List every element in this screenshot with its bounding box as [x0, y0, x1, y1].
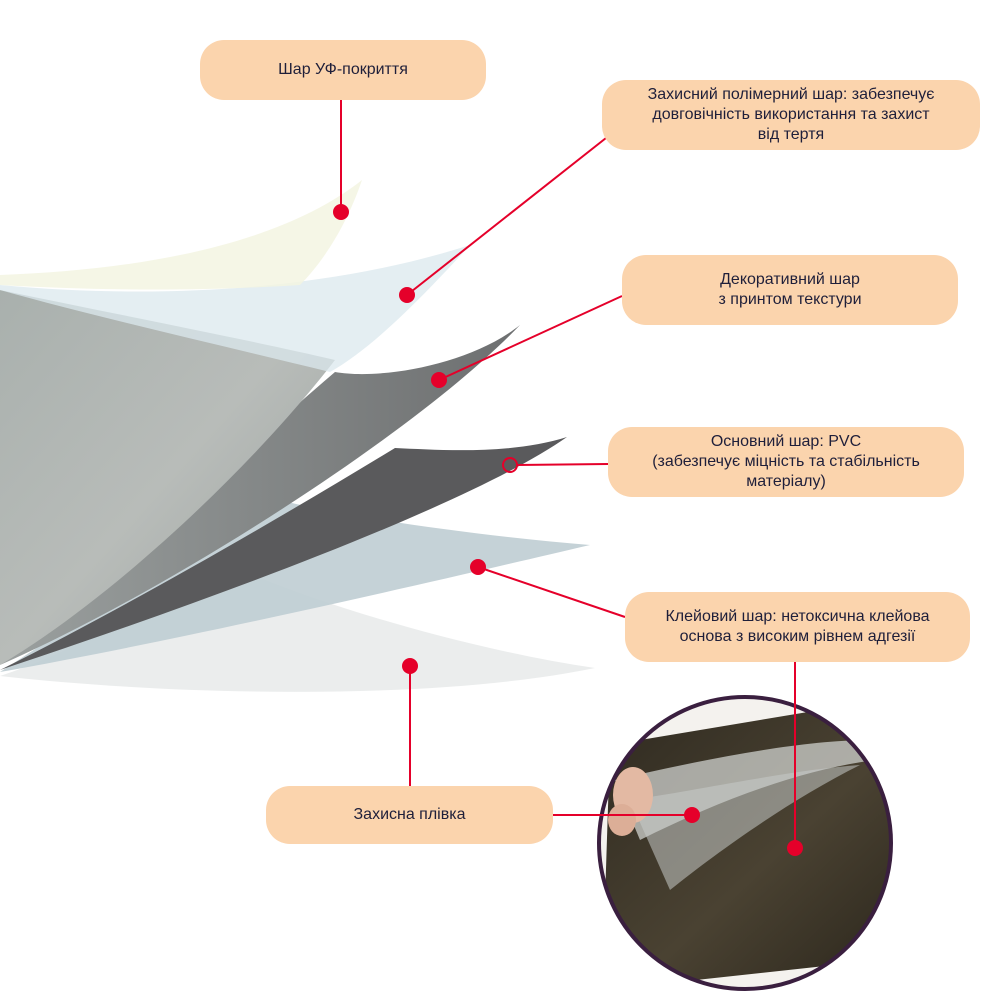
label-adhesive-layer: Клейовий шар: нетоксична клейова основа …	[625, 592, 970, 662]
label-uv-coating: Шар УФ-покриття	[200, 40, 486, 100]
connector-polymer	[406, 137, 607, 296]
dot-polymer	[399, 287, 415, 303]
connectors	[340, 100, 796, 848]
pvc-base-layer	[0, 437, 567, 670]
decorative-layer	[0, 325, 520, 665]
stone-texture-layer	[0, 290, 335, 665]
dot-glue-inset	[787, 840, 803, 856]
inset-border	[597, 695, 893, 991]
connector-glue	[477, 566, 626, 618]
label-polymer-layer: Захисний полімерний шар: забезпечує довг…	[602, 80, 980, 150]
adhesive-layer	[0, 495, 590, 672]
dot-pvc	[502, 457, 518, 473]
label-decorative-layer: Декоративний шар з принтом текстури	[622, 255, 958, 325]
inset-photo	[599, 697, 891, 989]
connector-pvc	[516, 463, 609, 466]
polymer-layer	[0, 245, 470, 372]
dot-uv	[333, 204, 349, 220]
label-base-layer: Основний шар: PVC (забезпечує міцність т…	[608, 427, 964, 497]
dot-film	[402, 658, 418, 674]
protective-film-layer	[0, 560, 595, 692]
dot-film-inset	[684, 807, 700, 823]
uv-coating-layer	[0, 180, 362, 290]
connector-dots	[333, 204, 803, 856]
dot-glue	[470, 559, 486, 575]
label-protective-film: Захисна плівка	[266, 786, 553, 844]
connector-decor	[438, 295, 623, 381]
dot-decor	[431, 372, 447, 388]
